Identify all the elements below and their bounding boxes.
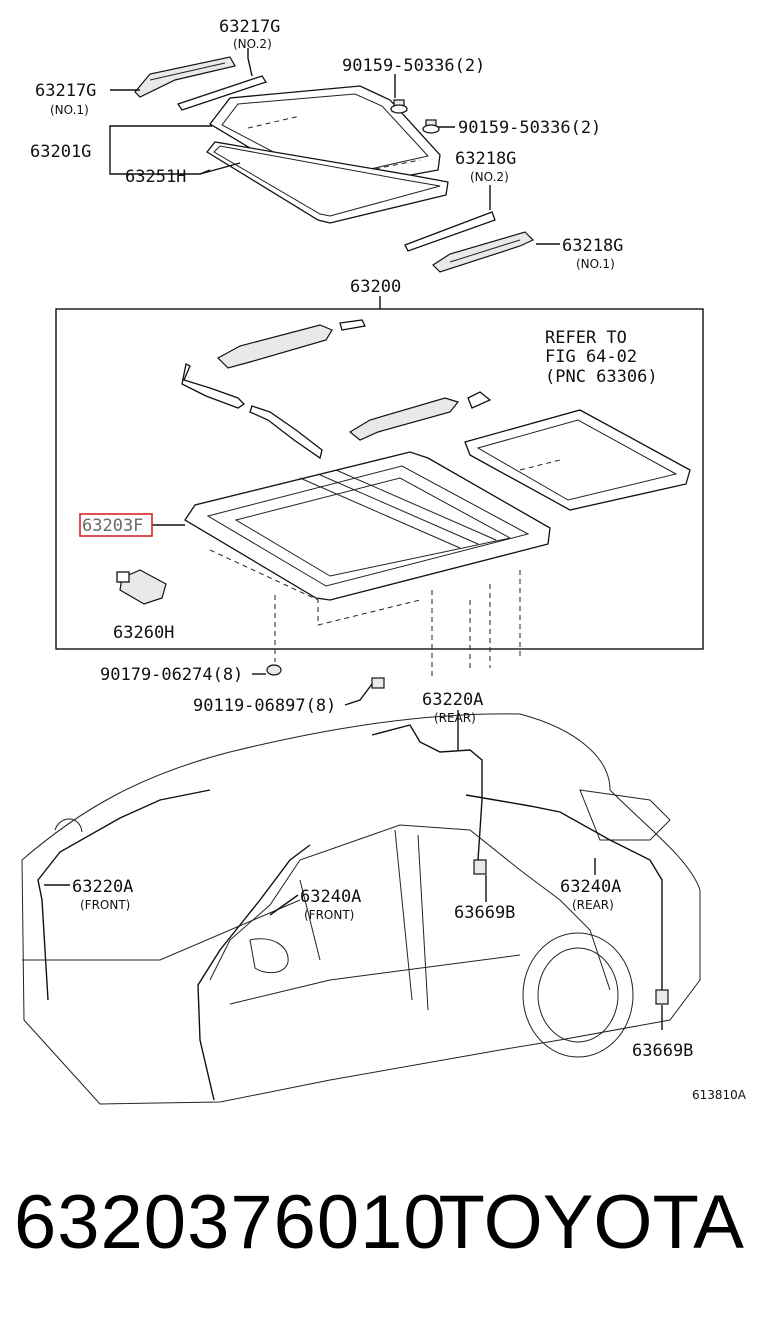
weatherstrip-63251h: [206, 141, 449, 224]
label-63201g: 63201G: [30, 142, 91, 162]
label-figure-id: 613810A: [692, 1088, 747, 1102]
label-63669b-b: 63669B: [632, 1041, 693, 1061]
motor-63260h: [116, 569, 167, 605]
drain-hose-63220a-front: [37, 789, 211, 1001]
label-90179: 90179-06274(8): [100, 665, 243, 685]
label-63218g-no1: 63218G: [562, 236, 623, 256]
label-63240a-rear: 63240A: [560, 877, 621, 897]
label-63220a-front: 63220A: [72, 877, 133, 897]
screw-90159-b: [422, 119, 440, 134]
label-63669b-a: 63669B: [454, 903, 515, 923]
label-63217g-no2: 63217G: [219, 17, 280, 37]
part-number: 6320376010: [14, 1180, 447, 1265]
grommet-63669b-a: [473, 859, 487, 875]
drain-hose-63220a-rear: [371, 724, 663, 1000]
sunshade-panel: [464, 409, 691, 511]
housing-frame-63203f: [184, 451, 551, 626]
label-90159-b: 90159-50336(2): [458, 118, 601, 138]
label-63220a-rear: 63220A: [422, 690, 483, 710]
label-63218g-no1-sub: (NO.1): [576, 257, 615, 271]
rail-63218g-no1: [432, 231, 535, 273]
label-90159-a: 90159-50336(2): [342, 56, 485, 76]
bracket-upper-right: [348, 391, 492, 441]
drain-hose-63240a-front: [197, 844, 311, 1101]
label-refer-line3: (PNC 63306): [545, 367, 658, 387]
label-63217g-no2-sub: (NO.2): [233, 37, 272, 51]
nut-90179: [266, 664, 282, 676]
label-63218g-no2-sub: (NO.2): [470, 170, 509, 184]
label-63240a-rear-sub: (REAR): [572, 898, 614, 912]
label-63200: 63200: [350, 277, 401, 297]
label-63218g-no2: 63218G: [455, 149, 516, 169]
clip-90119: [371, 677, 385, 689]
strip-63218g-no2: [404, 211, 496, 252]
label-refer-line1: REFER TO: [545, 328, 627, 348]
grommet-63669b-b: [655, 989, 669, 1005]
label-refer-line2: FIG 64-02: [545, 347, 637, 367]
label-90119: 90119-06897(8): [193, 696, 336, 716]
label-63240a-front-sub: (FRONT): [304, 908, 354, 922]
vehicle-outline: [21, 713, 701, 1105]
brand-name: TOYOTA: [438, 1180, 744, 1265]
footer: 6320376010 TOYOTA: [0, 1185, 760, 1285]
drain-hose-curve-left: [181, 363, 246, 409]
label-63203f: 63203F: [82, 516, 143, 536]
label-63220a-rear-sub: (REAR): [434, 711, 476, 725]
strip-63217g-no2: [176, 75, 268, 111]
label-63260h: 63260H: [113, 623, 174, 643]
label-63217g-no1: 63217G: [35, 81, 96, 101]
rail-63217g-no1: [134, 56, 236, 98]
label-63220a-front-sub: (FRONT): [80, 898, 130, 912]
bracket-upper-left: [217, 319, 366, 369]
label-63217g-no1-sub: (NO.1): [50, 103, 89, 117]
drain-hose-curve-mid: [249, 405, 323, 460]
screw-90159-a: [390, 99, 408, 114]
label-63240a-front: 63240A: [300, 887, 361, 907]
highlight-box-63203f: [79, 513, 153, 537]
label-63251h: 63251H: [125, 167, 186, 187]
parts-diagram: 63217G (NO.2) 63217G (NO.1) 90159-50336(…: [21, 17, 747, 1105]
